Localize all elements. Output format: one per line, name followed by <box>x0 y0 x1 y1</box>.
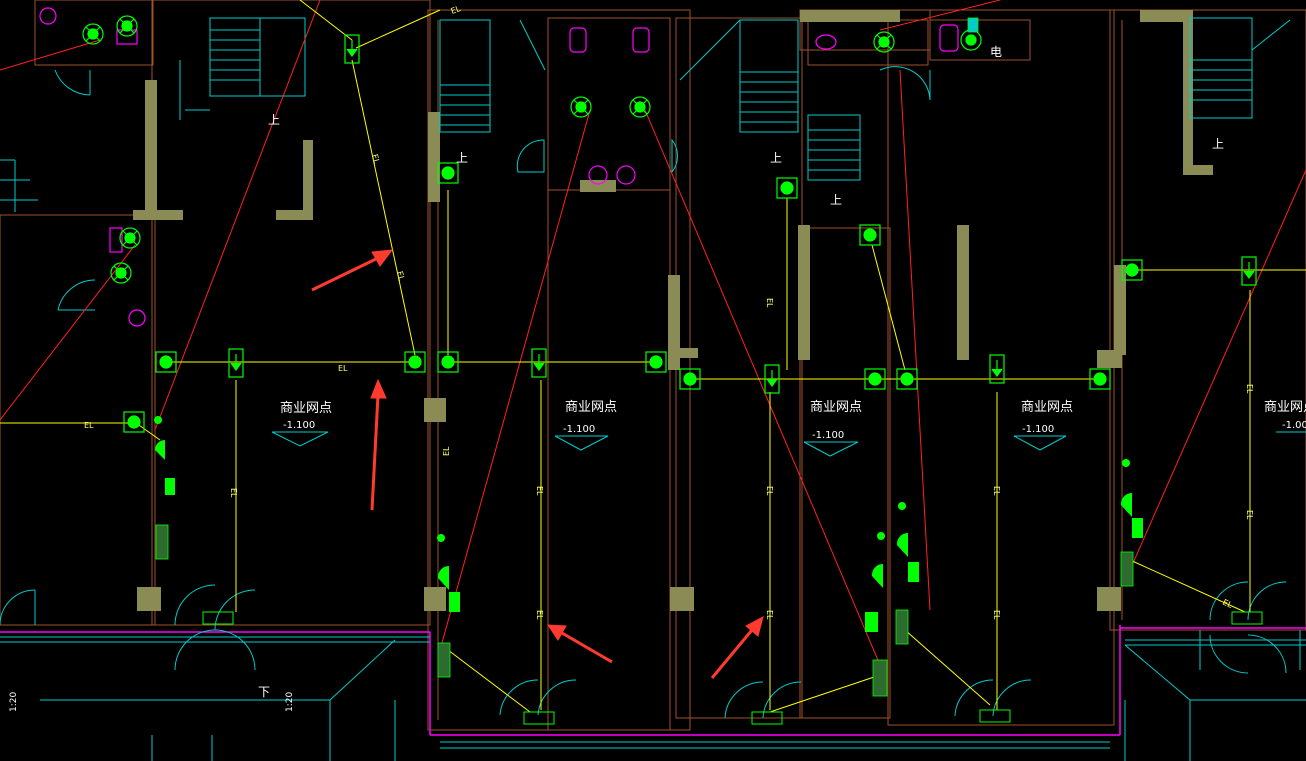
room-label: 商业网点 <box>1021 400 1073 415</box>
distribution-panel <box>895 609 909 645</box>
switch-panels <box>154 17 1143 697</box>
el-tag: EL <box>84 421 94 430</box>
emergency-light <box>437 351 459 373</box>
el-tag: EL <box>992 610 1001 620</box>
room-label: 商业网点 <box>280 401 332 416</box>
light-fixture <box>119 227 141 249</box>
emergency-light <box>776 177 798 199</box>
exit-sign-arrow-icon <box>1241 256 1257 286</box>
ceiling-lights <box>82 15 982 284</box>
emergency-light <box>864 368 886 390</box>
distribution-panel <box>872 659 888 697</box>
boundary-lines <box>0 625 1306 736</box>
level-value: -1.00 <box>1282 420 1306 431</box>
el-tag: EL <box>765 486 774 496</box>
light-fixture <box>110 262 132 284</box>
wall-blocks <box>133 10 1213 611</box>
room-labels: 商业网点 -1.100 商业网点 -1.100 商业网点 -1.100 商业网点… <box>271 400 1306 457</box>
room-label: 商业网点 <box>1264 400 1306 415</box>
el-tag: EL <box>1221 598 1234 610</box>
switch-group <box>154 416 1143 632</box>
el-tag: EL <box>395 270 406 282</box>
el-tag: EL <box>1245 510 1254 520</box>
up-mark: 上 <box>770 151 782 165</box>
emergency-light <box>896 368 918 390</box>
el-tag: EL <box>370 153 381 165</box>
el-tag: EL <box>535 610 544 620</box>
el-tag: EL <box>450 4 463 16</box>
emergency-light <box>1089 368 1111 390</box>
distribution-panel <box>1120 551 1134 587</box>
red-lines <box>0 0 1306 666</box>
el-tag: EL <box>765 610 774 620</box>
slope-label: 1:20 <box>9 692 19 712</box>
slope-label: 1:20 <box>285 692 295 712</box>
arrow-icon <box>370 378 387 511</box>
electric-mark: 电 <box>990 45 1002 59</box>
emergency-light <box>437 162 459 184</box>
light-fixture <box>873 31 895 53</box>
el-tag: EL <box>1245 384 1254 394</box>
exit-signs <box>228 34 1257 394</box>
emergency-light <box>859 224 881 246</box>
exit-sign-arrow-icon <box>228 348 244 378</box>
level-value: -1.100 <box>1022 424 1054 435</box>
el-tags: EL EL EL EL EL EL EL EL EL EL EL EL EL E… <box>84 4 1254 620</box>
el-tag: EL <box>442 446 451 456</box>
el-tag: EL <box>992 486 1001 496</box>
up-mark: 上 <box>456 151 468 165</box>
up-mark: 上 <box>1212 137 1224 151</box>
level-value: -1.100 <box>283 420 315 431</box>
down-mark: 下 <box>258 685 270 699</box>
distribution-panel <box>155 524 169 560</box>
exit-sign-arrow-icon <box>989 354 1005 384</box>
emergency-light <box>1121 259 1143 281</box>
evac-lines <box>0 0 1306 713</box>
up-mark: 上 <box>268 113 280 127</box>
marks: 上 上 上 上 上 电 下 1:20 1:20 <box>9 45 1224 712</box>
emergency-light <box>404 351 426 373</box>
level-value: -1.100 <box>812 430 844 441</box>
el-tag: EL <box>338 364 348 373</box>
emergency-lights <box>123 162 1143 433</box>
light-fixture <box>116 15 138 37</box>
emergency-light <box>123 411 145 433</box>
bathroom-fixtures <box>39 7 959 327</box>
door-markers <box>202 611 1263 725</box>
level-value: -1.100 <box>563 424 595 435</box>
exit-sign-arrow-icon <box>531 348 547 378</box>
el-tag: EL <box>535 486 544 496</box>
arrow-icon <box>710 616 764 679</box>
exit-sign-arrow-icon <box>764 364 780 394</box>
up-mark: 上 <box>830 193 842 207</box>
arrow-icon <box>547 624 613 664</box>
el-tag: EL <box>229 488 238 498</box>
room-label: 商业网点 <box>810 400 862 415</box>
distribution-panel <box>437 642 451 678</box>
annotation-arrows <box>311 249 764 679</box>
light-fixture <box>82 23 104 45</box>
el-tag: EL <box>765 298 774 308</box>
light-fixture <box>629 96 651 118</box>
emergency-light <box>645 351 667 373</box>
room-label: 商业网点 <box>565 400 617 415</box>
emergency-light <box>155 351 177 373</box>
exit-sign-arrow-icon <box>344 34 360 64</box>
arrow-icon <box>311 249 394 292</box>
distribution-panel <box>967 17 979 33</box>
light-fixture <box>570 96 592 118</box>
emergency-light <box>679 368 701 390</box>
